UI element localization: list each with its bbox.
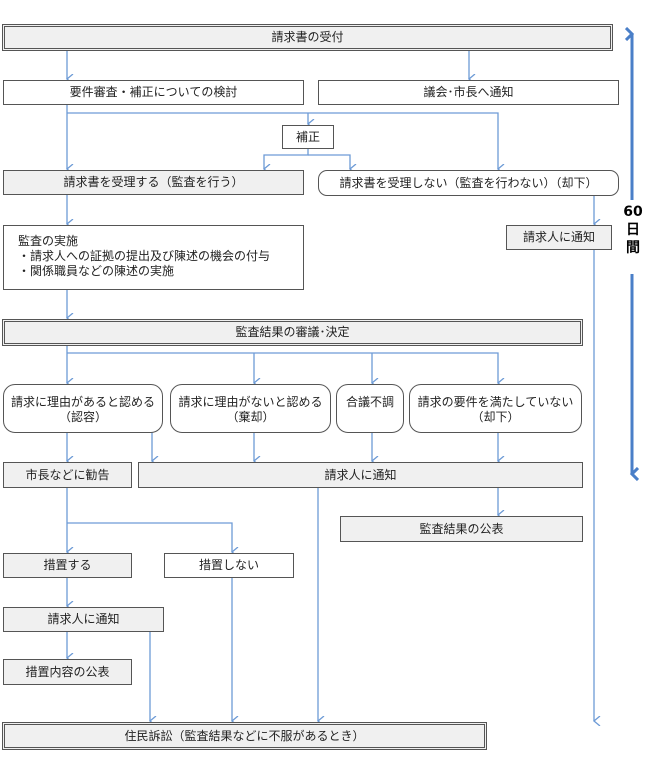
node-notify-requester-main: 請求人に通知 bbox=[138, 462, 583, 488]
node-review: 要件審査・補正についての検討 bbox=[3, 80, 304, 105]
node-label: 住民訴訟（監査結果などに不服があるとき） bbox=[124, 728, 365, 743]
days-char: 間 bbox=[626, 240, 640, 256]
node-outcome-approve: 請求に理由があると認める （認容） bbox=[3, 384, 163, 433]
node-outcome-invalid: 請求の要件を満たしていない （却下） bbox=[409, 384, 582, 433]
node-publish-measures: 措置内容の公表 bbox=[3, 659, 132, 685]
node-correction: 補正 bbox=[282, 125, 334, 149]
node-label: 請求に理由があると認める bbox=[10, 395, 155, 409]
node-label: 要件審査・補正についての検討 bbox=[69, 85, 238, 99]
node-no-measures: 措置しない bbox=[164, 553, 294, 578]
node-label: 請求に理由がないと認める bbox=[178, 395, 323, 409]
node-label: 監査結果の公表 bbox=[419, 521, 504, 536]
node-recommend: 市長などに勧告 bbox=[3, 462, 132, 488]
node-label: 請求書の受付 bbox=[271, 30, 344, 44]
node-label: 補正 bbox=[295, 129, 320, 144]
connector bbox=[308, 154, 350, 169]
node-label: 措置しない bbox=[198, 558, 259, 572]
connector bbox=[67, 522, 232, 552]
node-outcome-dismiss: 請求に理由がないと認める （棄却） bbox=[170, 384, 331, 433]
node-accept: 請求書を受理する（監査を行う） bbox=[3, 170, 304, 195]
connector bbox=[67, 112, 498, 169]
node-publish-results: 監査結果の公表 bbox=[340, 516, 583, 542]
node-label: （却下） bbox=[471, 410, 520, 424]
connector bbox=[67, 352, 498, 383]
node-label: 請求書を受理する（監査を行う） bbox=[63, 175, 244, 189]
days-char: 日 bbox=[626, 222, 640, 238]
node-audit: 監査の実施 ・請求人への証拠の提出及び陳述の機会の付与 ・関係職員などの陳述の実… bbox=[3, 225, 304, 290]
node-notify-requester-measures: 請求人に通知 bbox=[3, 607, 164, 632]
node-label: ・請求人への証拠の提出及び陳述の機会の付与 bbox=[18, 249, 271, 263]
node-label: 請求人に通知 bbox=[47, 612, 120, 626]
connector bbox=[264, 148, 309, 169]
timeline-days-label: 60 日 間 bbox=[618, 203, 648, 257]
node-label: 市長などに勧告 bbox=[25, 467, 110, 482]
node-label: ・関係職員などの陳述の実施 bbox=[18, 264, 175, 278]
node-label: （棄却） bbox=[226, 410, 275, 424]
node-label: （認容） bbox=[58, 410, 107, 424]
node-reject: 請求書を受理しない（監査を行わない）（却下） bbox=[318, 170, 619, 196]
days-number: 60 bbox=[623, 204, 643, 220]
node-notify-council: 議会･市長へ通知 bbox=[318, 80, 619, 105]
node-take-measures: 措置する bbox=[3, 553, 132, 578]
node-deliberation: 監査結果の審議･決定 bbox=[2, 319, 583, 346]
node-label: 監査結果の審議･決定 bbox=[235, 325, 350, 339]
node-lawsuit: 住民訴訟（監査結果などに不服があるとき） bbox=[2, 722, 487, 750]
node-label: 監査の実施 bbox=[18, 234, 79, 248]
node-label: 合議不調 bbox=[345, 395, 394, 409]
node-label: 請求人に通知 bbox=[522, 230, 595, 244]
node-label: 請求の要件を満たしていない bbox=[417, 395, 574, 409]
node-label: 請求人に通知 bbox=[324, 467, 397, 482]
node-label: 請求書を受理しない（監査を行わない）（却下） bbox=[339, 175, 598, 190]
node-label: 措置内容の公表 bbox=[25, 664, 110, 679]
node-receipt: 請求書の受付 bbox=[2, 24, 613, 51]
node-label: 措置する bbox=[43, 558, 92, 572]
node-outcome-no-agreement: 合議不調 bbox=[336, 384, 404, 433]
node-label: 議会･市長へ通知 bbox=[423, 85, 514, 99]
node-notify-requester-reject: 請求人に通知 bbox=[506, 225, 612, 250]
